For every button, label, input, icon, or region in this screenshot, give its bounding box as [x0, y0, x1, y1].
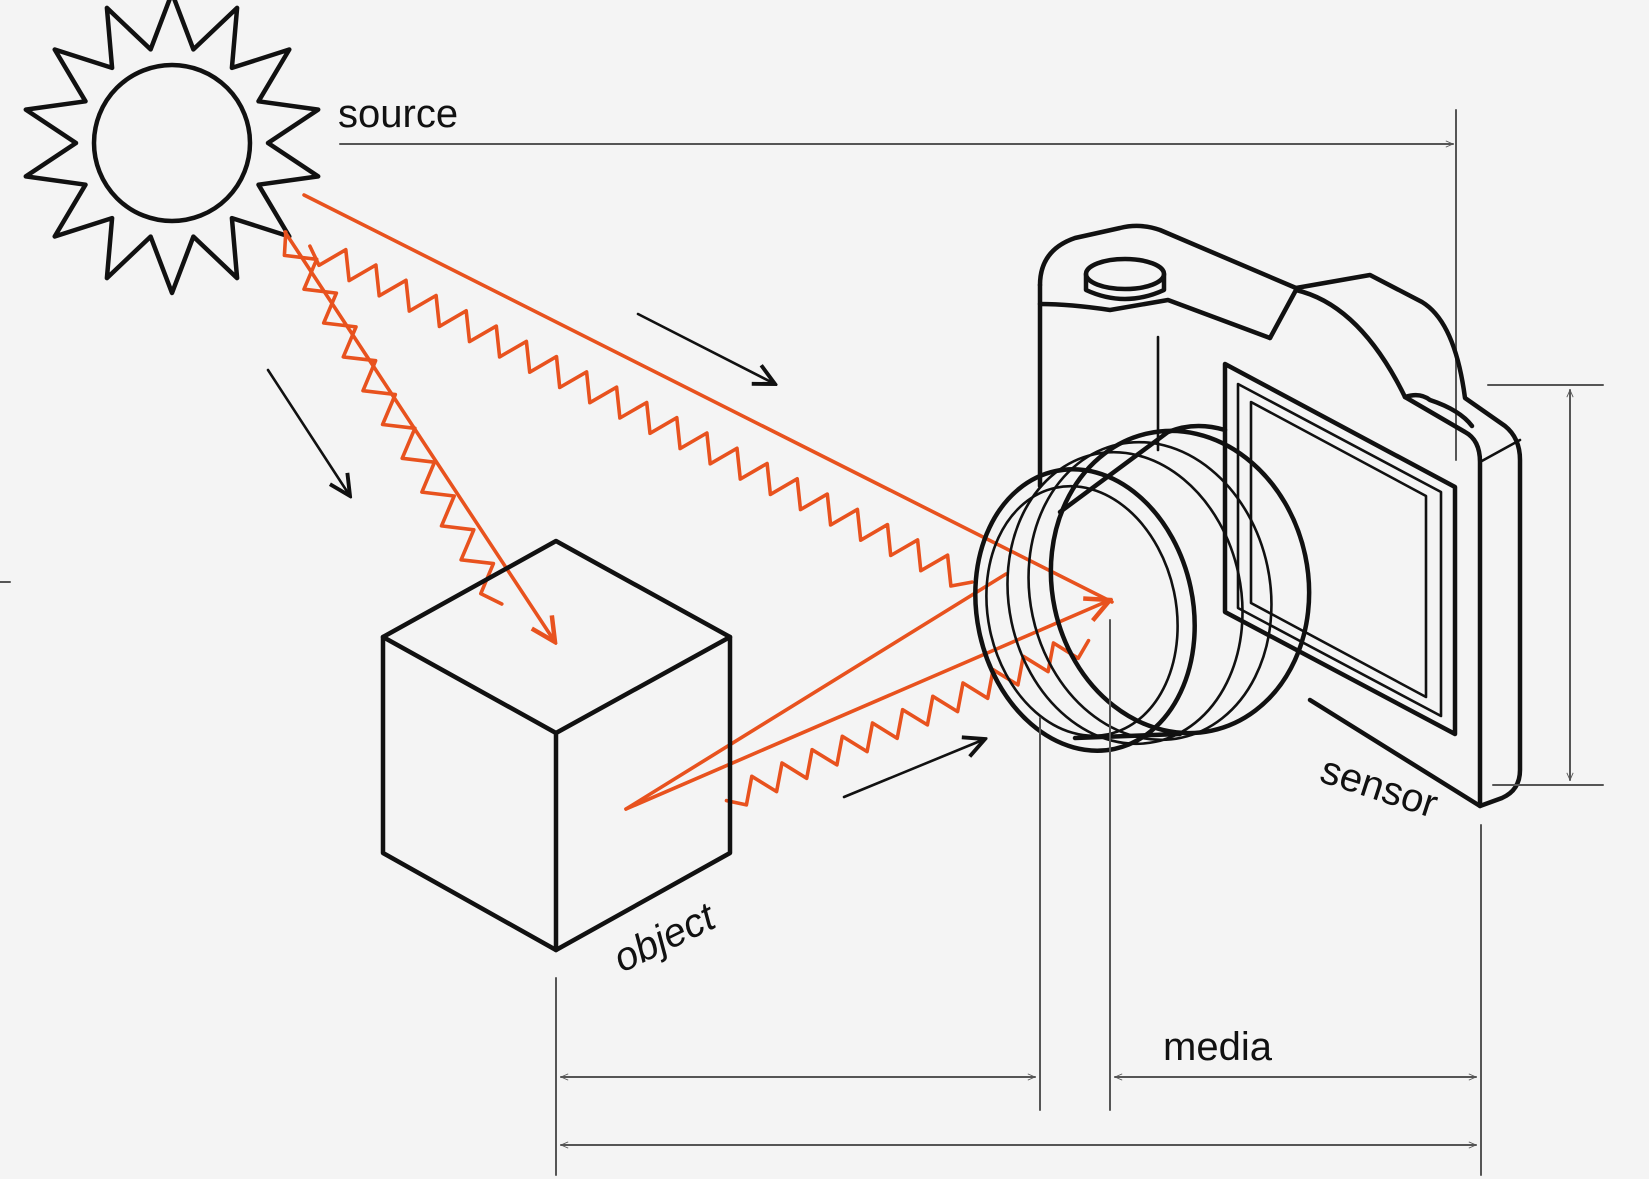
reflected-ray-straight-b	[624, 600, 1110, 811]
sun-icon	[23, 0, 321, 296]
media-label: media	[1163, 1025, 1273, 1069]
incident-direction-arrow	[266, 368, 350, 496]
light-rays	[282, 193, 1114, 811]
object-label: object	[607, 894, 724, 981]
incident-ray-wave	[282, 230, 504, 606]
direct-ray-wave	[308, 244, 974, 588]
reflected-ray-straight-a	[624, 572, 1008, 811]
cube-icon	[380, 538, 733, 953]
reflected-direction-arrow	[842, 739, 985, 799]
source-label: source	[338, 92, 458, 136]
camera-icon	[973, 223, 1523, 809]
incident-ray-straight	[283, 230, 555, 642]
direct-ray-straight	[302, 193, 1114, 604]
sensor-label: sensor	[1315, 748, 1443, 827]
reflected-ray-wave	[724, 638, 1091, 807]
direct-direction-arrow	[636, 312, 775, 384]
